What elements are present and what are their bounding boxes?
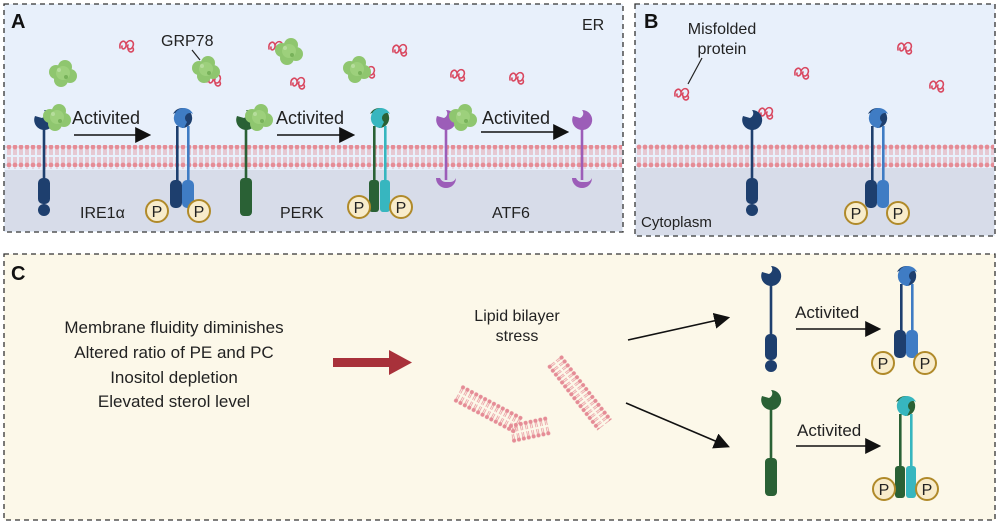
phospho-label: P [893, 206, 904, 223]
stress-label-line2: stress [496, 328, 539, 345]
panel-a: A ER GRP78 Activited P [3, 3, 624, 233]
phospho-label: P [354, 200, 365, 217]
cause-item: Membrane fluidity diminishes [64, 318, 283, 337]
er-membrane [636, 144, 994, 168]
bilayer-fragment-icon [546, 354, 613, 431]
cytoplasm-label: Cytoplasm [641, 214, 712, 231]
cause-item: Inositol depletion [110, 368, 238, 387]
ire1-active-dimer-icon [894, 266, 918, 358]
phospho-label: P [922, 482, 933, 499]
activation-arrow-label: Activited [276, 108, 344, 128]
activation-arrow-label: Activited [72, 108, 140, 128]
misfolded-label-line1: Misfolded [688, 21, 756, 38]
er-label: ER [582, 17, 604, 34]
perk-label: PERK [280, 205, 324, 222]
phospho-label: P [194, 204, 205, 221]
pathway-arrow [627, 312, 731, 341]
grp78-pointer [191, 49, 201, 61]
stress-label-line1: Lipid bilayer [474, 308, 560, 325]
misfolded-label-line2: protein [698, 41, 747, 58]
pathway-arrow [625, 402, 730, 449]
stress-arrow-icon [333, 350, 412, 375]
panel-c-letter: C [11, 263, 25, 285]
bilayer-fragment-icon [452, 384, 524, 435]
panel-b: B Misfolded protein P P Cytoplasm [634, 3, 996, 237]
phospho-label: P [152, 204, 163, 221]
atf6-label: ATF6 [492, 205, 530, 222]
phospho-label: P [879, 482, 890, 499]
cause-item: Altered ratio of PE and PC [74, 343, 273, 362]
ire1-label: IRE1α [80, 205, 125, 222]
phospho-label: P [851, 206, 862, 223]
perk-active-dimer-icon [895, 396, 916, 498]
phospho-label: P [920, 356, 931, 373]
ire1-active-dimer-icon [170, 108, 194, 208]
perk-active-dimer-icon [369, 108, 390, 212]
panel-c: C Membrane fluidity diminishes Altered r… [3, 253, 996, 521]
panel-b-letter: B [644, 11, 658, 33]
grp78-label: GRP78 [161, 33, 214, 50]
bilayer-fragment-icon [508, 415, 552, 444]
er-membrane [5, 145, 622, 169]
activation-arrow-label: Activited [795, 303, 859, 322]
ire1-active-dimer-icon [865, 108, 889, 208]
panel-a-letter: A [11, 11, 25, 33]
activation-arrow-label: Activited [797, 421, 861, 440]
phospho-label: P [878, 356, 889, 373]
activation-arrow-label: Activited [482, 108, 550, 128]
phospho-label: P [396, 200, 407, 217]
cause-item: Elevated sterol level [98, 392, 250, 411]
misfolded-pointer [687, 57, 703, 85]
